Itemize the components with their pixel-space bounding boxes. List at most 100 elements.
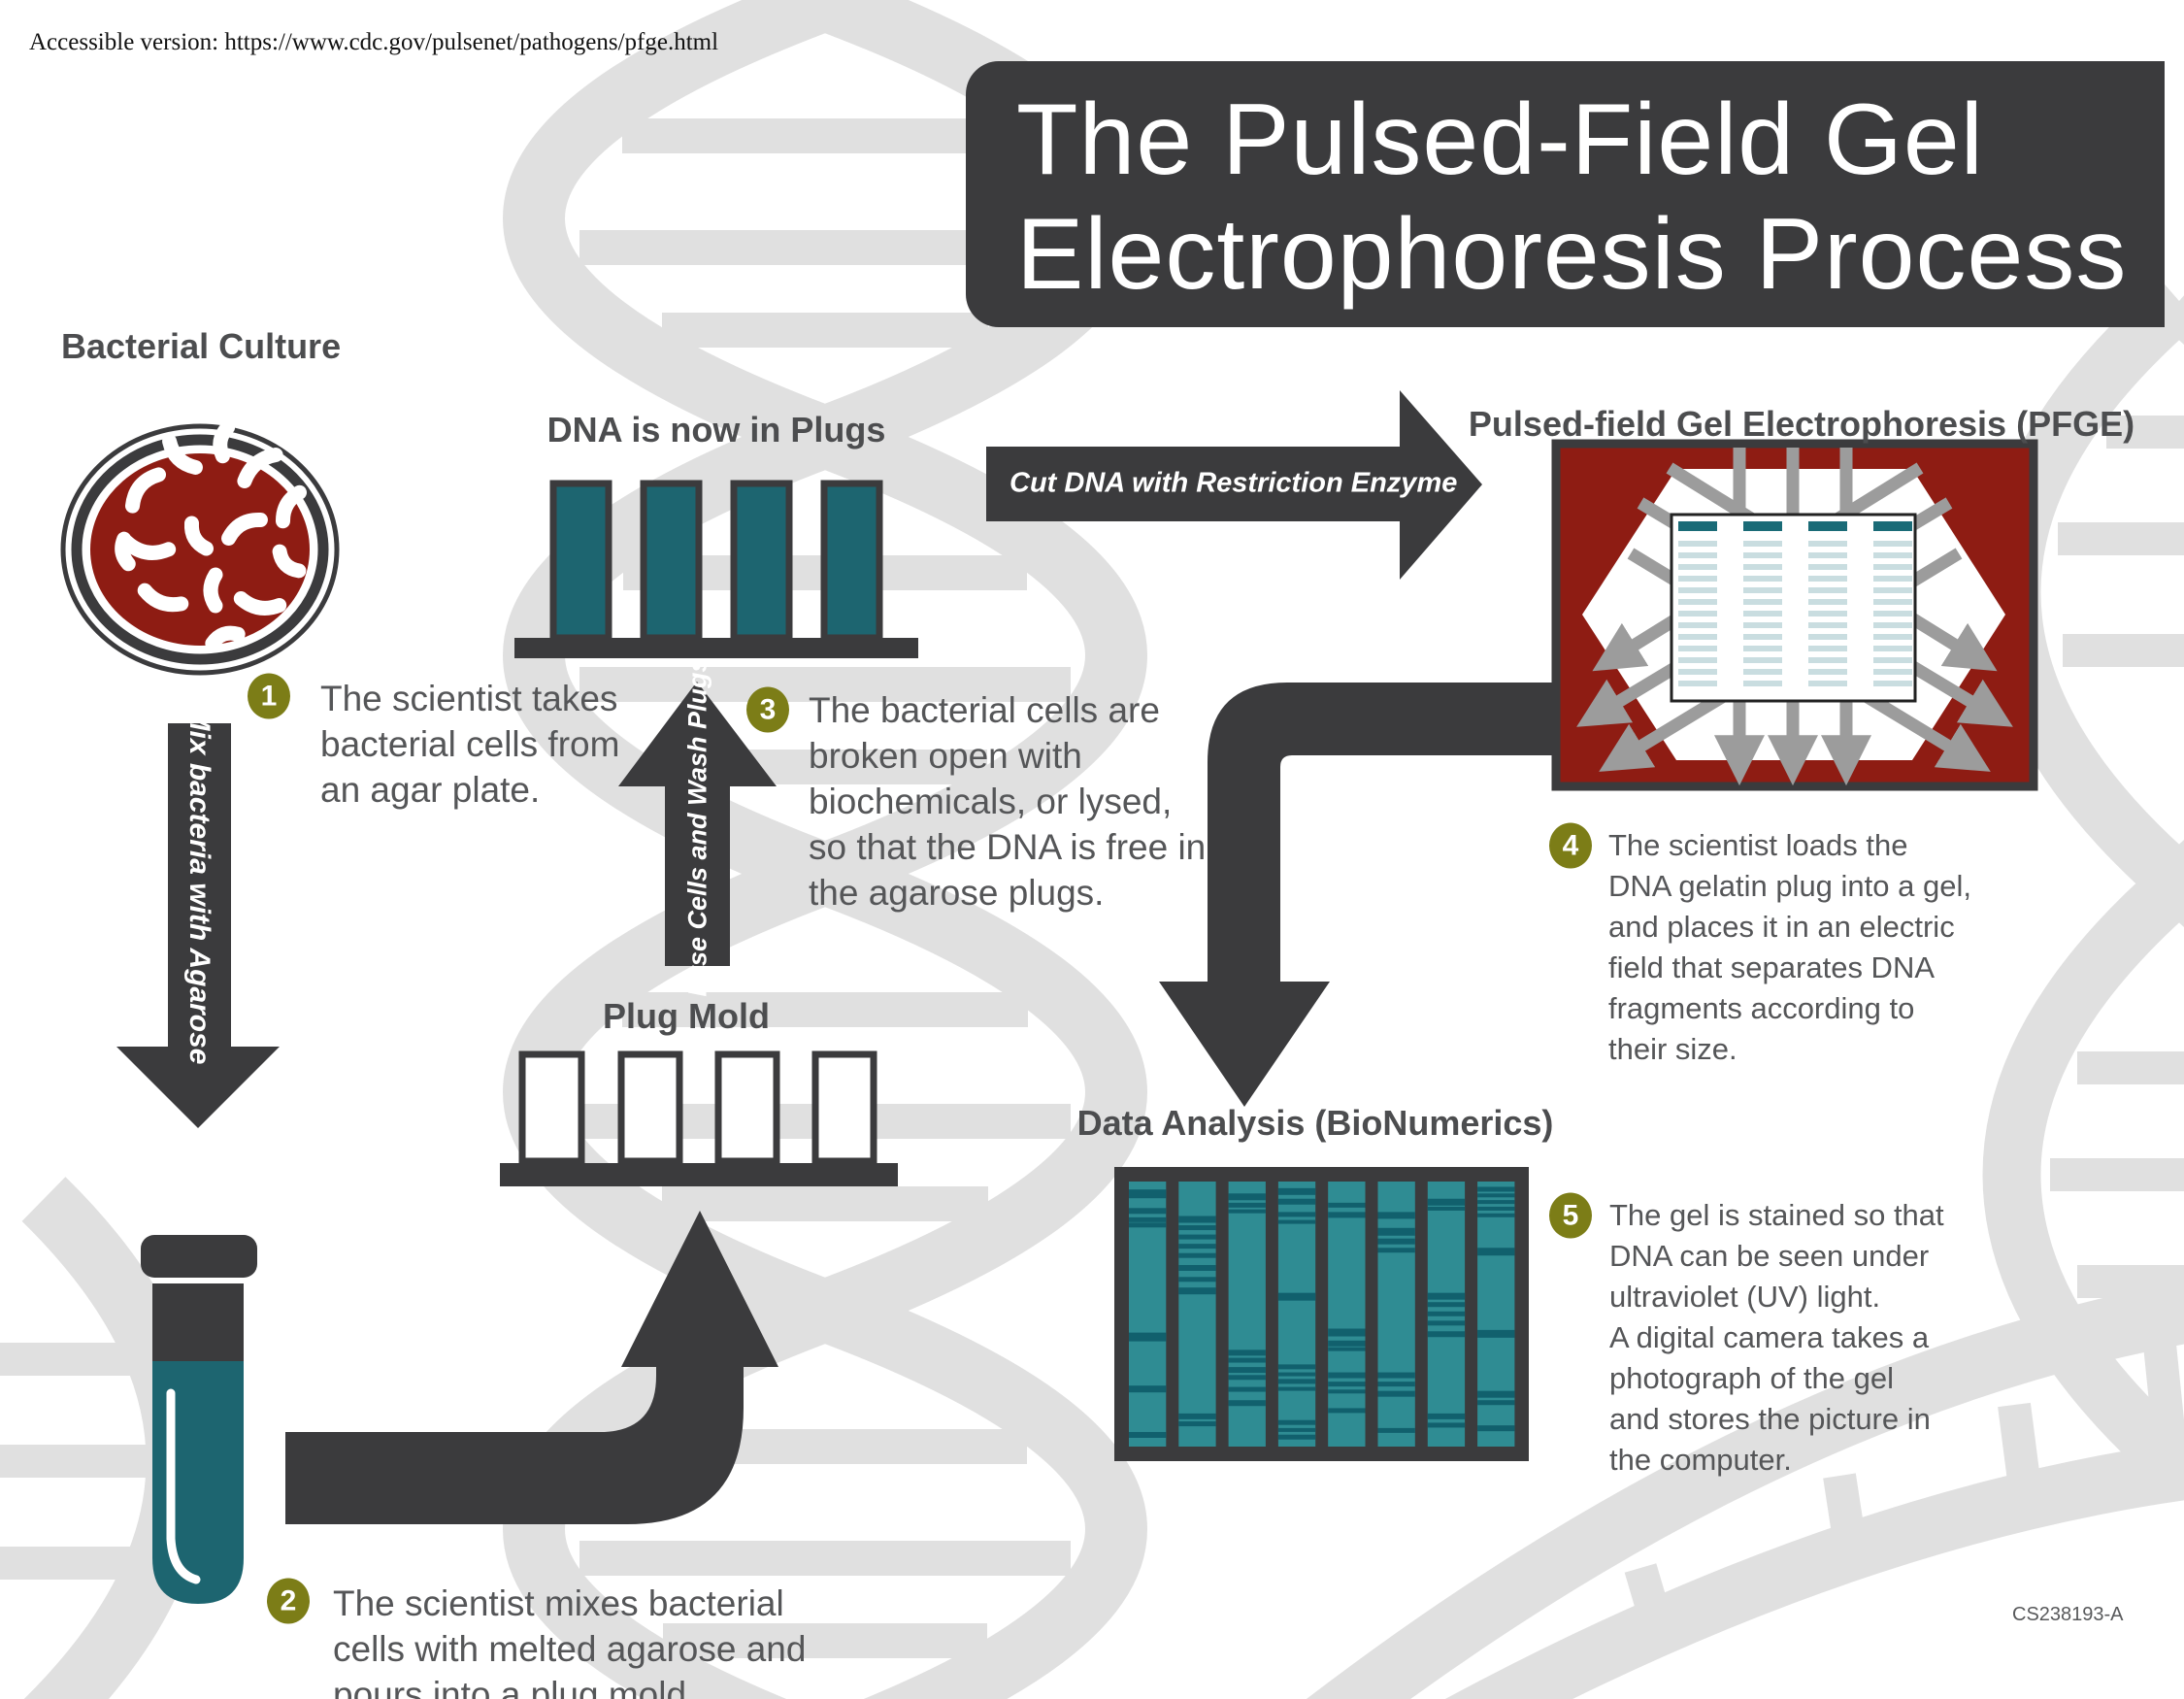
step-text-line: their size. (1608, 1032, 1737, 1066)
elbow-arrow-to-mold (285, 1211, 778, 1524)
step-1-badge: 1 (248, 673, 290, 719)
gel-band (1427, 1198, 1466, 1206)
gel-band (1328, 1328, 1366, 1337)
gel-band (1129, 1222, 1167, 1228)
step-2-badge: 2 (267, 1578, 310, 1624)
gel-band (1328, 1202, 1366, 1208)
step-2-text: The scientist mixes bacterial cells with … (333, 1581, 806, 1699)
step-text-line: field that separates DNA (1608, 950, 1936, 984)
gel-lane (1228, 1182, 1266, 1447)
step-text-line: and stores the picture in (1609, 1402, 1931, 1436)
step-text-line: bacterial cells from (320, 724, 620, 764)
step-text-line: photograph of the gel (1609, 1361, 1895, 1395)
step-text-line: an agar plate. (320, 770, 541, 810)
bionumerics-lanes (1129, 1182, 1515, 1447)
gel-band (1277, 1292, 1316, 1301)
gel-band (1377, 1212, 1415, 1219)
gel-band (1477, 1213, 1515, 1217)
gel-band (1228, 1349, 1266, 1356)
accessible-version-url: Accessible version: https://www.cdc.gov/… (29, 29, 719, 55)
gel-band (1228, 1367, 1266, 1374)
gel-band (1328, 1389, 1366, 1394)
mix-bacteria-arrow (116, 723, 280, 1128)
bacterium (115, 531, 136, 572)
gel-band (1377, 1390, 1415, 1397)
gel-band (1377, 1427, 1415, 1433)
gel-band (1427, 1302, 1466, 1308)
gel-band (1427, 1422, 1466, 1428)
label-pfge: Pulsed-field Gel Electrophoresis (PFGE) (1468, 404, 2135, 444)
label-plug-mold: Plug Mold (603, 996, 770, 1036)
gel-band (1328, 1340, 1366, 1347)
gel-band (1228, 1357, 1266, 1363)
step-text-line: fragments according to (1608, 991, 1915, 1025)
gel-band (1129, 1208, 1167, 1215)
label-bacterial-culture: Bacterial Culture (61, 326, 342, 366)
gel-band (1228, 1193, 1266, 1201)
gel-band (1129, 1431, 1167, 1438)
step-text-line: The scientist takes (320, 679, 618, 718)
cut-dna-arrow (986, 390, 1482, 580)
step-text-line: DNA gelatin plug into a gel, (1608, 869, 1971, 903)
step-text-line: ultraviolet (UV) light. (1609, 1280, 1881, 1314)
tube-highlight (166, 1388, 201, 1584)
gel-band (1277, 1386, 1316, 1391)
test-tube (141, 1235, 257, 1604)
bacterium (183, 516, 214, 556)
cut-dna-arrow-label: Cut DNA with Restriction Enzyme (1009, 467, 1458, 499)
gel-band (1427, 1311, 1466, 1316)
gel-band (1277, 1427, 1316, 1432)
gel-band (1277, 1198, 1316, 1205)
gel-band (1427, 1206, 1466, 1211)
step-text-line: The bacterial cells are (809, 690, 1160, 730)
gel-lane (1328, 1182, 1366, 1447)
gel-band (1178, 1277, 1216, 1283)
step-text-line: pours into a plug mold. (333, 1675, 697, 1699)
step-3-badge: 3 (746, 686, 789, 733)
step-text-line: DNA can be seen under (1609, 1239, 1930, 1273)
gel-band (1277, 1419, 1316, 1425)
step-text-line: The scientist mixes bacterial (333, 1583, 784, 1623)
step-text-line: The scientist loads the (1608, 828, 1908, 862)
gel-lane (1377, 1182, 1415, 1447)
lyse-cells-arrow-label: Lyse Cells and Wash Plugs (682, 657, 712, 997)
gel-band (1129, 1189, 1167, 1199)
step-text-line: cells with melted agarose and (333, 1629, 807, 1669)
bacteria-cells (115, 419, 307, 651)
gel-band (1328, 1382, 1366, 1387)
gel-band (1178, 1287, 1216, 1295)
title-banner: The Pulsed-Field Gel Electrophoresis Pro… (966, 61, 2165, 327)
gel-band (1228, 1202, 1266, 1208)
gel-band (1277, 1434, 1316, 1440)
gel-band (1129, 1332, 1167, 1342)
gel-band (1477, 1425, 1515, 1432)
gel-band (1178, 1234, 1216, 1240)
bionumerics-gel (1114, 1167, 1529, 1461)
bacterium (162, 434, 203, 475)
gel-band (1178, 1421, 1216, 1427)
gel-band (1277, 1212, 1316, 1217)
gel-band (1377, 1238, 1415, 1245)
gel-band (1477, 1206, 1515, 1211)
gel-band (1277, 1364, 1316, 1370)
gel-band (1178, 1216, 1216, 1223)
gel-band (1178, 1225, 1216, 1231)
gel-band (1377, 1227, 1415, 1236)
gel-band (1477, 1390, 1515, 1398)
title-line-2: Electrophoresis Process (1016, 198, 2128, 311)
gel-band (1427, 1320, 1466, 1326)
bacterium (203, 567, 223, 614)
step-text-line: the agarose plugs. (809, 873, 1105, 913)
gel-band (1277, 1379, 1316, 1384)
gel-band (1427, 1331, 1466, 1338)
bacterium (137, 583, 189, 613)
bacterium (237, 448, 283, 488)
bacterium (125, 467, 166, 514)
gel-band (1377, 1372, 1415, 1379)
gel-band (1477, 1193, 1515, 1198)
step-text-line: the computer. (1609, 1443, 1792, 1477)
